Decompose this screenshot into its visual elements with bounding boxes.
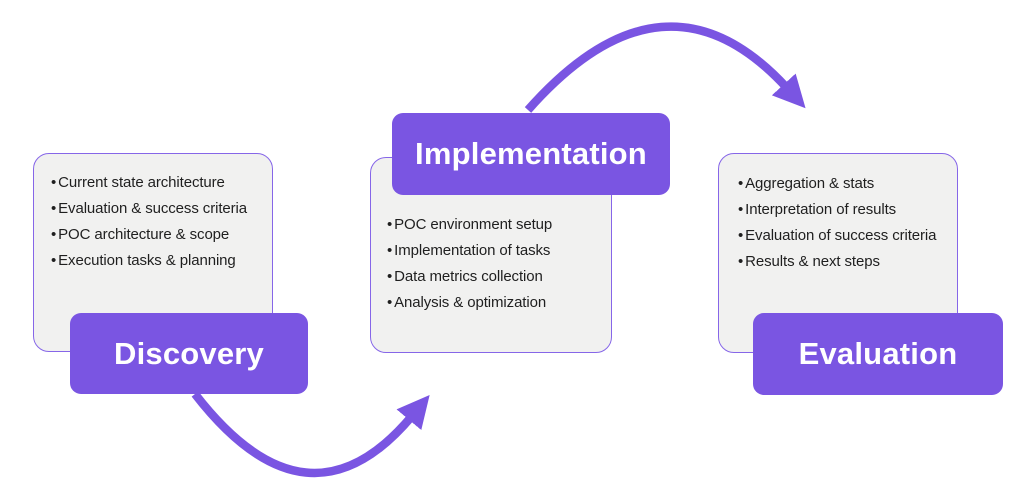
arrow-implementation-to-evaluation <box>524 22 806 113</box>
list-item: Implementation of tasks <box>387 238 603 264</box>
discovery-details-card: Current state architecture Evaluation & … <box>33 153 273 352</box>
discovery-phase-label: Discovery <box>70 313 308 394</box>
list-item: POC environment setup <box>387 212 603 238</box>
arrow-discovery-to-implementation <box>191 391 430 478</box>
list-item: Analysis & optimization <box>387 290 603 316</box>
list-item: Evaluation of success criteria <box>738 223 949 249</box>
list-item: Current state architecture <box>51 170 264 196</box>
list-item: POC architecture & scope <box>51 222 264 248</box>
list-item: Interpretation of results <box>738 197 949 223</box>
implementation-phase-label: Implementation <box>392 113 670 195</box>
list-item: Aggregation & stats <box>738 171 949 197</box>
list-item: Data metrics collection <box>387 264 603 290</box>
list-item: Evaluation & success criteria <box>51 196 264 222</box>
evaluation-phase-label: Evaluation <box>753 313 1003 395</box>
list-item: Results & next steps <box>738 249 949 275</box>
list-item: Execution tasks & planning <box>51 248 264 274</box>
